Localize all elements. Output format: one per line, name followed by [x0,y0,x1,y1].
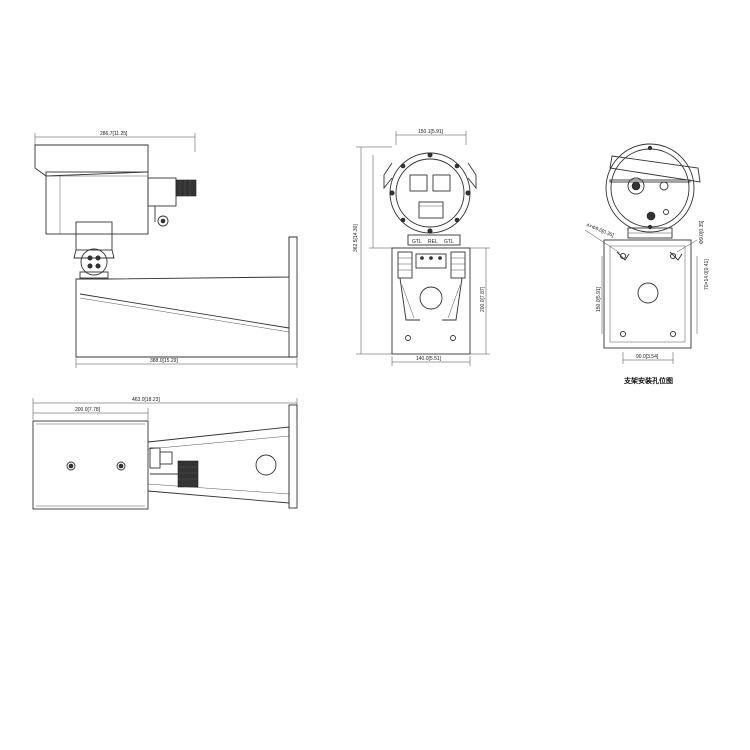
front-label-3: GTL [444,239,454,245]
front-top-width-label: 150.1[5.91] [418,129,444,135]
mount-height-label: 150.0[5.91] [596,286,602,312]
front-total-height-label: 362.5[14.30] [353,224,359,252]
front-view: 150.1[5.91] 362.5[14.30] GTL REL GTL [353,129,490,366]
mount-view: 4×Φ9.0[0.35] Φ9.0[0.35] 70×14.0[0.41] 15… [584,143,710,385]
side-view: 286.7[11.25] 388.0[15.2 [34,131,298,368]
front-bracket-width-label: 140.0[5.51] [416,356,442,362]
bottom-view: 463.0[18.23] 200.0[7.78] [32,397,298,510]
side-bracket-length-label: 388.0[15.29] [150,358,178,364]
mount-pattern-label: 70×14.0[0.41] [704,259,710,290]
front-bracket-height-label: 200.0[7.87] [480,286,486,312]
front-label-2: REL [428,239,438,245]
front-label-1: GTL [412,239,422,245]
mount-slot-label: Φ9.0[0.35] [699,220,705,244]
bottom-total-length-label: 463.0[18.23] [132,397,160,403]
mount-width-label: 90.0[3.54] [636,354,659,360]
side-top-width-label: 286.7[11.25] [100,131,128,137]
bottom-housing-length-label: 200.0[7.78] [75,407,101,413]
mount-caption: 支架安装孔位图 [623,376,673,385]
mount-hole-label: 4×Φ9.0[0.35] [585,222,615,239]
